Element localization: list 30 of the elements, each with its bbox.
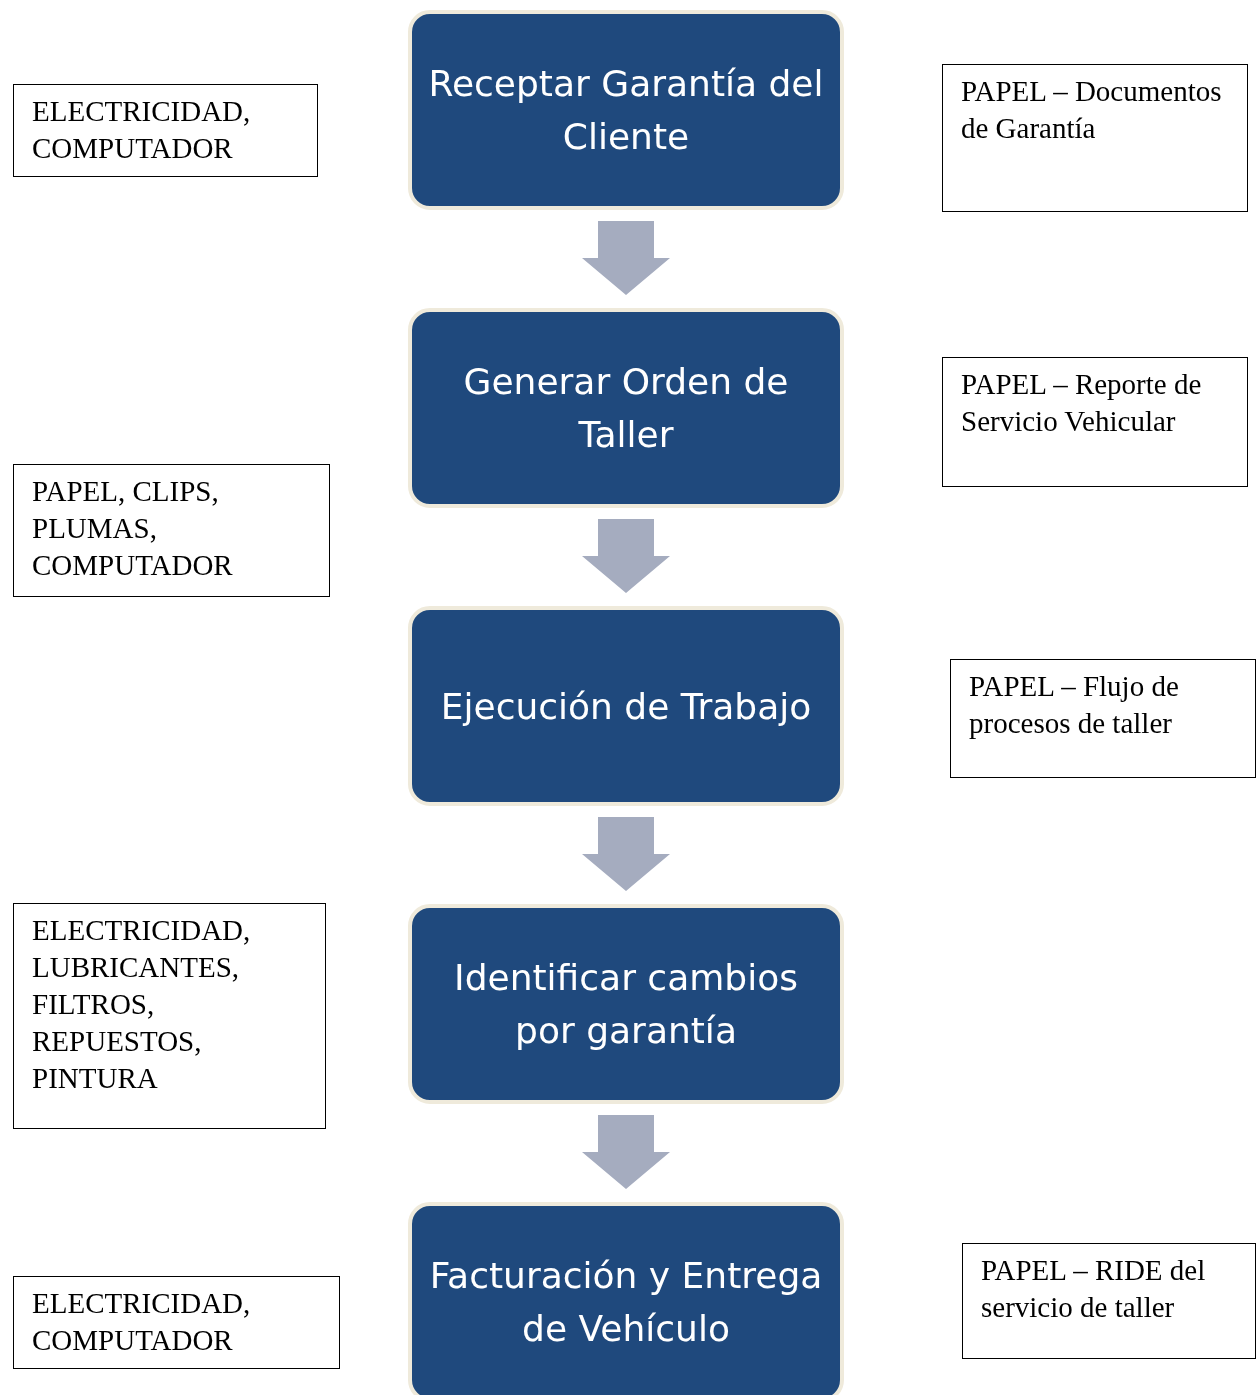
- resource-box: [962, 1243, 1256, 1359]
- process-label: Ejecución de Trabajo: [440, 684, 812, 729]
- resource-box: [13, 1276, 340, 1369]
- resource-box: [942, 64, 1248, 212]
- resource-label: PAPEL – RIDE del servicio de taller: [981, 1253, 1207, 1325]
- resource-label: PAPEL – Documentos de Garantía: [961, 74, 1223, 146]
- process-box: [408, 10, 844, 210]
- block-arrow: [582, 1115, 670, 1189]
- resource-box: [950, 659, 1256, 778]
- resource-box: [942, 357, 1248, 487]
- resource-label: ELECTRICIDAD, COMPUTADOR: [32, 1286, 252, 1358]
- resource-label: PAPEL – Reporte de Servicio Vehicular: [961, 367, 1203, 439]
- resource-box: [13, 84, 318, 177]
- process-label: Receptar Garantía del Cliente: [427, 62, 825, 159]
- process-box: [408, 606, 844, 806]
- resource-label: ELECTRICIDAD, LUBRICANTES, FILTROS, REPUESTOS, PINTURA: [32, 913, 252, 1096]
- resource-label: PAPEL – Flujo de procesos de taller: [969, 669, 1180, 741]
- resource-label: PAPEL, CLIPS, PLUMAS, COMPUTADOR: [32, 474, 234, 583]
- block-arrow: [582, 519, 670, 593]
- resource-label: ELECTRICIDAD, COMPUTADOR: [32, 94, 252, 166]
- process-label: Identificar cambios por garantía: [453, 956, 799, 1053]
- process-box: [408, 308, 844, 508]
- process-label: Generar Orden de Taller: [462, 360, 790, 457]
- process-box: [408, 1202, 844, 1395]
- process-label: Facturación y Entrega de Vehículo: [428, 1254, 824, 1351]
- resource-box: [13, 903, 326, 1129]
- resource-box: [13, 464, 330, 597]
- process-box: [408, 904, 844, 1104]
- block-arrow: [582, 221, 670, 295]
- block-arrow: [582, 817, 670, 891]
